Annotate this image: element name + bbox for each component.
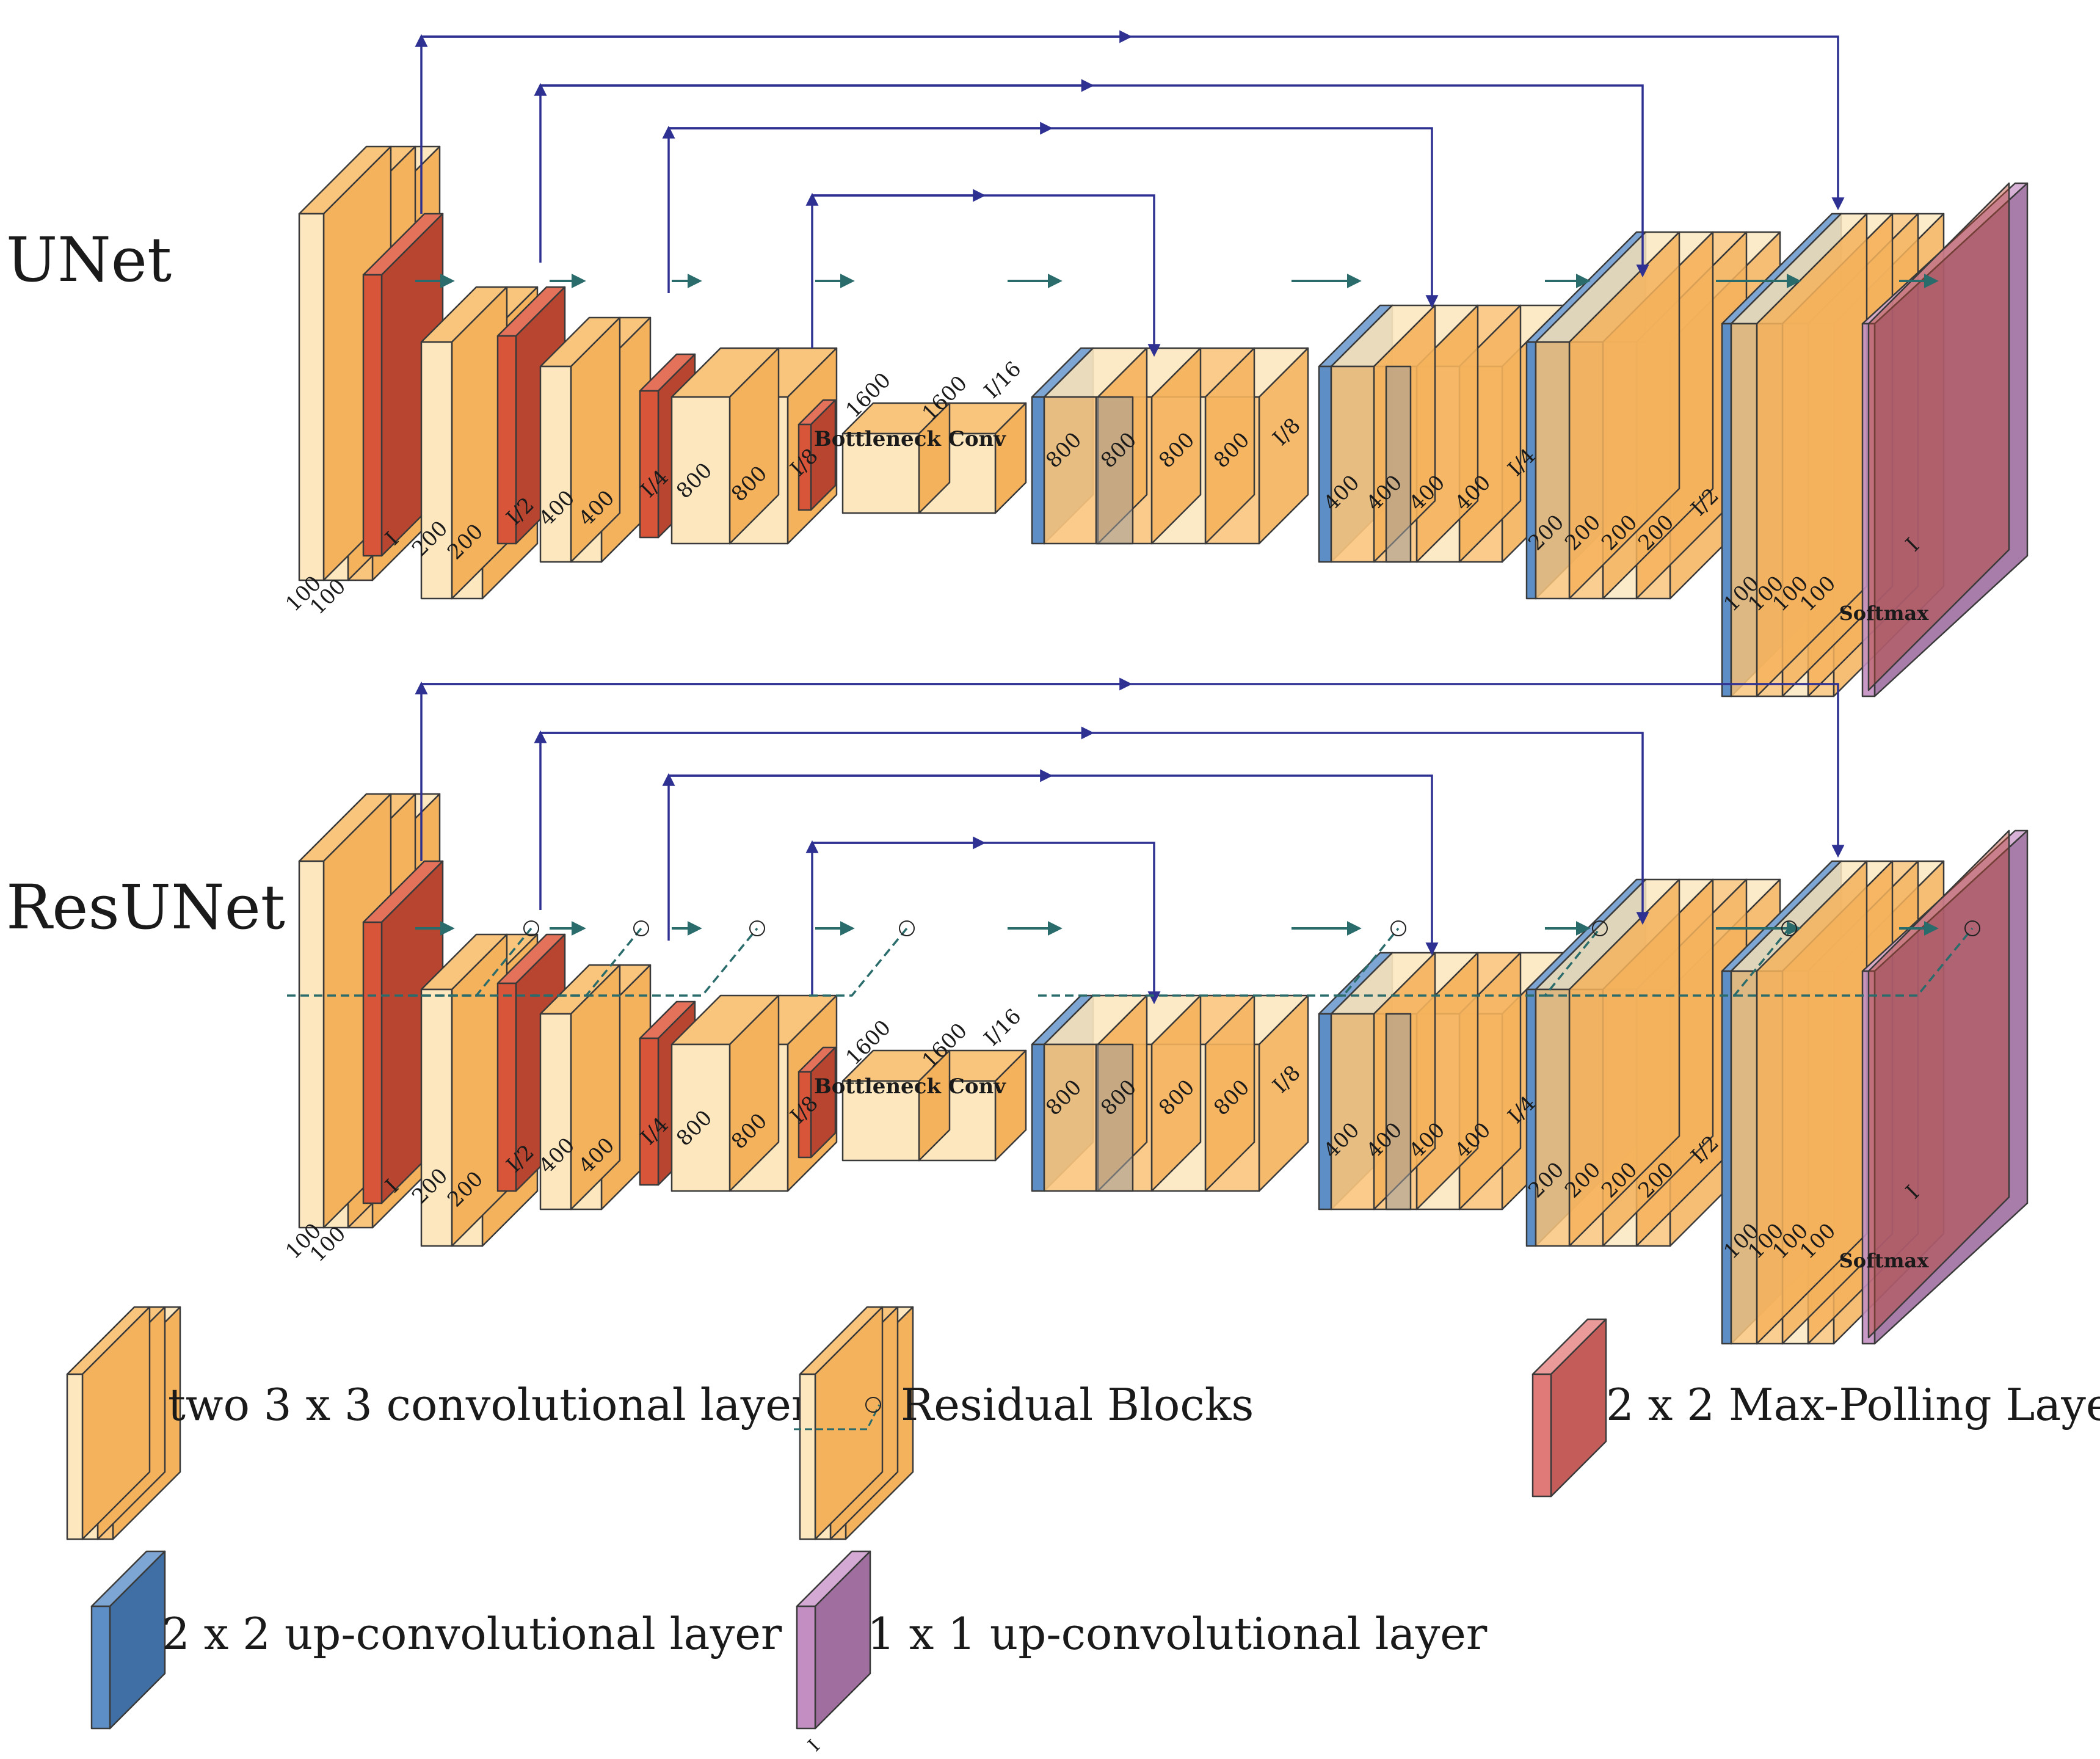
- unet-dec1-slice-0: [1730, 322, 1758, 697]
- resunet-residual-add-7: [1964, 920, 1980, 936]
- unet-dec3-upconv: [1318, 365, 1332, 563]
- legend-out-conv-size: I: [804, 1736, 824, 1756]
- legend-residual-path: [794, 1404, 881, 1430]
- unet-enc3-pool: [639, 390, 659, 539]
- legend-upconv-swatch: [90, 1605, 111, 1730]
- resunet-dec3-upconv: [1318, 1013, 1332, 1211]
- resunet-residual-add-3: [899, 920, 915, 936]
- resunet-out-overlay: [1867, 829, 2010, 1339]
- resunet-enc3-slice-0: [539, 1013, 572, 1211]
- resunet-skip-2: [669, 774, 1439, 956]
- unet-dec3-concat: [1385, 365, 1412, 563]
- legend-maxpool-swatch: [1531, 1373, 1552, 1498]
- resunet-title: ResUNet: [6, 872, 285, 943]
- unet-label-bott_size: I/16: [979, 357, 1026, 403]
- resunet-residual-add-0: [523, 920, 539, 936]
- resunet-dec3-slice-0: [1330, 1013, 1375, 1211]
- legend-conv-label: two 3 x 3 convolutional layer: [168, 1379, 813, 1430]
- unet-enc2-slice-0: [420, 341, 453, 600]
- resunet-skip-1: [540, 732, 1649, 925]
- legend-out-conv-label: 1 x 1 up-convolutional layer: [867, 1608, 1488, 1659]
- unet-title: UNet: [6, 224, 172, 296]
- unet-skip-3: [812, 194, 1161, 357]
- legend-maxpool-label: 2 x 2 Max-Polling Layer: [1606, 1379, 2100, 1430]
- unet-dec4-concat: [1095, 396, 1134, 545]
- resunet-skip-0: [421, 683, 1845, 858]
- resunet-dec4-concat: [1095, 1043, 1134, 1192]
- unet-enc4-pool: [797, 423, 812, 511]
- resunet-dec2-slice-0: [1535, 988, 1571, 1247]
- legend-upconv-label: 2 x 2 up-convolutional layer: [162, 1608, 782, 1659]
- unet-dec4-slice-0: [1043, 396, 1099, 545]
- unet-skip-2: [669, 127, 1439, 308]
- legend-residual-add: [865, 1397, 881, 1413]
- resunet-residual-path-7: [1734, 927, 1974, 997]
- resunet-enc2-pool: [496, 982, 517, 1192]
- resunet-residual-path-4: [1038, 927, 1400, 997]
- resunet-dec1-slice-0: [1730, 970, 1758, 1345]
- resunet-enc1-slice-0: [298, 860, 325, 1229]
- legend-residual-label: Residual Blocks: [901, 1379, 1254, 1430]
- resunet-enc4-pool: [797, 1071, 812, 1159]
- unet-skip-1: [540, 84, 1649, 278]
- resunet-enc1-pool: [362, 921, 383, 1204]
- resunet-enc4-slice-0: [670, 1043, 731, 1192]
- unet-skip-0: [421, 35, 1845, 211]
- resunet-residual-add-2: [749, 920, 765, 936]
- unet-bottleneck-slice-0: [841, 432, 920, 514]
- legend-out-conv-swatch: [796, 1605, 816, 1730]
- unet-enc2-pool: [496, 335, 517, 545]
- resunet-dec4-slice-0: [1043, 1043, 1099, 1192]
- resunet-skip-3: [812, 842, 1161, 1005]
- legend-residual-swatch-slice-0: [799, 1373, 816, 1540]
- resunet-dec4-upconv: [1031, 1043, 1045, 1192]
- unet-enc1-slice-0: [298, 213, 325, 581]
- unet-enc3-slice-0: [539, 365, 572, 563]
- resunet-residual-add-1: [633, 920, 649, 936]
- resunet-enc2-slice-0: [420, 988, 453, 1247]
- unet-label-bottleneck: Bottleneck Conv: [814, 427, 1006, 451]
- unet-dec1-upconv: [1721, 322, 1732, 697]
- resunet-dec3-concat: [1385, 1013, 1412, 1211]
- unet-out-overlay: [1867, 182, 2010, 691]
- unet-label-softmax: Softmax: [1839, 602, 1930, 625]
- resunet-residual-path-2: [531, 927, 758, 997]
- unet-dec3-slice-0: [1330, 365, 1375, 563]
- unet-dec4-upconv: [1031, 396, 1045, 545]
- legend-conv-swatch-slice-0: [66, 1373, 84, 1540]
- unet-enc1-pool: [362, 274, 383, 557]
- resunet-label-bott_size: I/16: [979, 1004, 1026, 1051]
- resunet-residual-add-5: [1592, 920, 1608, 936]
- legend-upconv-swatch-side: [109, 1550, 166, 1730]
- resunet-bottleneck-slice-0: [841, 1080, 920, 1162]
- resunet-dec1-upconv: [1721, 970, 1732, 1345]
- resunet-residual-path-3: [809, 927, 908, 997]
- resunet-enc3-pool: [639, 1037, 659, 1186]
- unet-enc4-slice-0: [670, 396, 731, 545]
- resunet-residual-add-6: [1781, 920, 1797, 936]
- resunet-residual-add-4: [1390, 920, 1406, 936]
- unet-dec2-slice-0: [1535, 341, 1571, 600]
- resunet-label-softmax: Softmax: [1839, 1249, 1930, 1272]
- legend-out-conv-swatch-side: [814, 1550, 871, 1730]
- resunet-label-bottleneck: Bottleneck Conv: [814, 1074, 1006, 1099]
- legend-maxpool-swatch-side: [1550, 1318, 1607, 1498]
- legend: two 3 x 3 convolutional layer Residual Bl…: [66, 1306, 2100, 1756]
